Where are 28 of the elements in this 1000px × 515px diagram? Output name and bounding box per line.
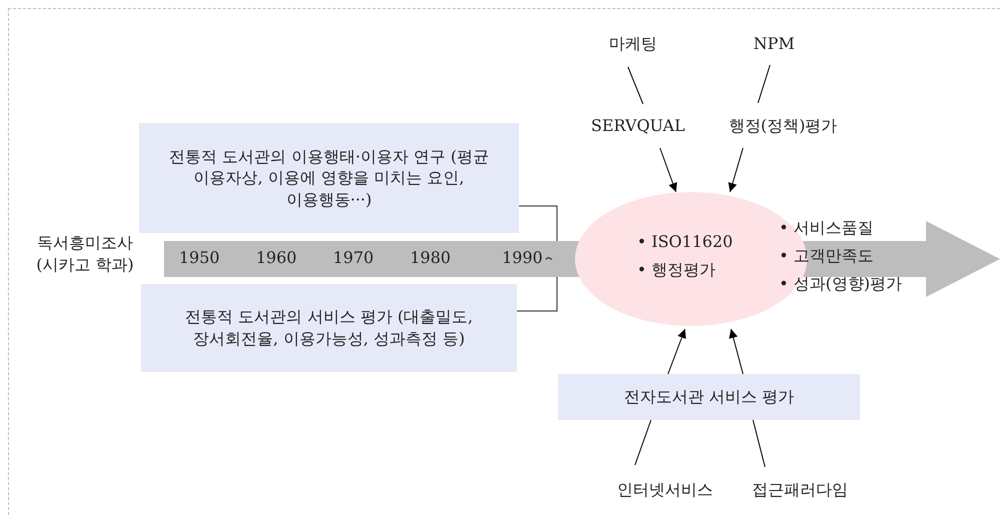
factor-label: 인터넷서비스 — [612, 480, 718, 504]
evaluation-box: 전통적 도서관의 서비스 평가 (대출밀도, 장서회전율, 이용가능성, 성과측정 등) — [141, 284, 517, 372]
influence-label: 마케팅 — [600, 34, 666, 58]
bullet-item: • 고객만족도 — [779, 246, 874, 267]
timeline-band — [164, 241, 552, 277]
method-label: 행정(정책)평가 — [718, 116, 848, 140]
arrow — [660, 148, 678, 192]
research-box: 전통적 도서관의 이용행태·이용자 연구 (평균 이용자상, 이용에 영향을 미치는 요인, 이용행동···) — [139, 123, 519, 233]
factor-label: 접근패러다임 — [746, 480, 854, 504]
year-label: 1970 — [333, 248, 374, 267]
bullet-item: • 행정평가 — [637, 260, 716, 281]
connector-line — [634, 420, 652, 466]
bullet-item: • 서비스품질 — [779, 218, 874, 239]
bullet-item: • 성과(영향)평가 — [779, 274, 902, 295]
year-label: 1960 — [256, 248, 297, 267]
arrow — [668, 328, 686, 374]
connector-line — [628, 66, 644, 104]
connector-line — [752, 420, 766, 468]
influence-label: NPM — [750, 34, 798, 58]
side-note: 독서흥미조사 (시카고 학과) — [35, 232, 135, 276]
connector-line — [758, 64, 770, 104]
year-label: 1950 — [179, 248, 220, 267]
digital-evaluation-box: 전자도서관 서비스 평가 — [558, 374, 860, 420]
arrow — [728, 328, 744, 374]
year-label: 1980 — [410, 248, 451, 267]
arrow — [728, 148, 744, 192]
method-label: SERVQUAL — [578, 116, 698, 140]
bullet-item: • ISO11620 — [637, 232, 733, 251]
